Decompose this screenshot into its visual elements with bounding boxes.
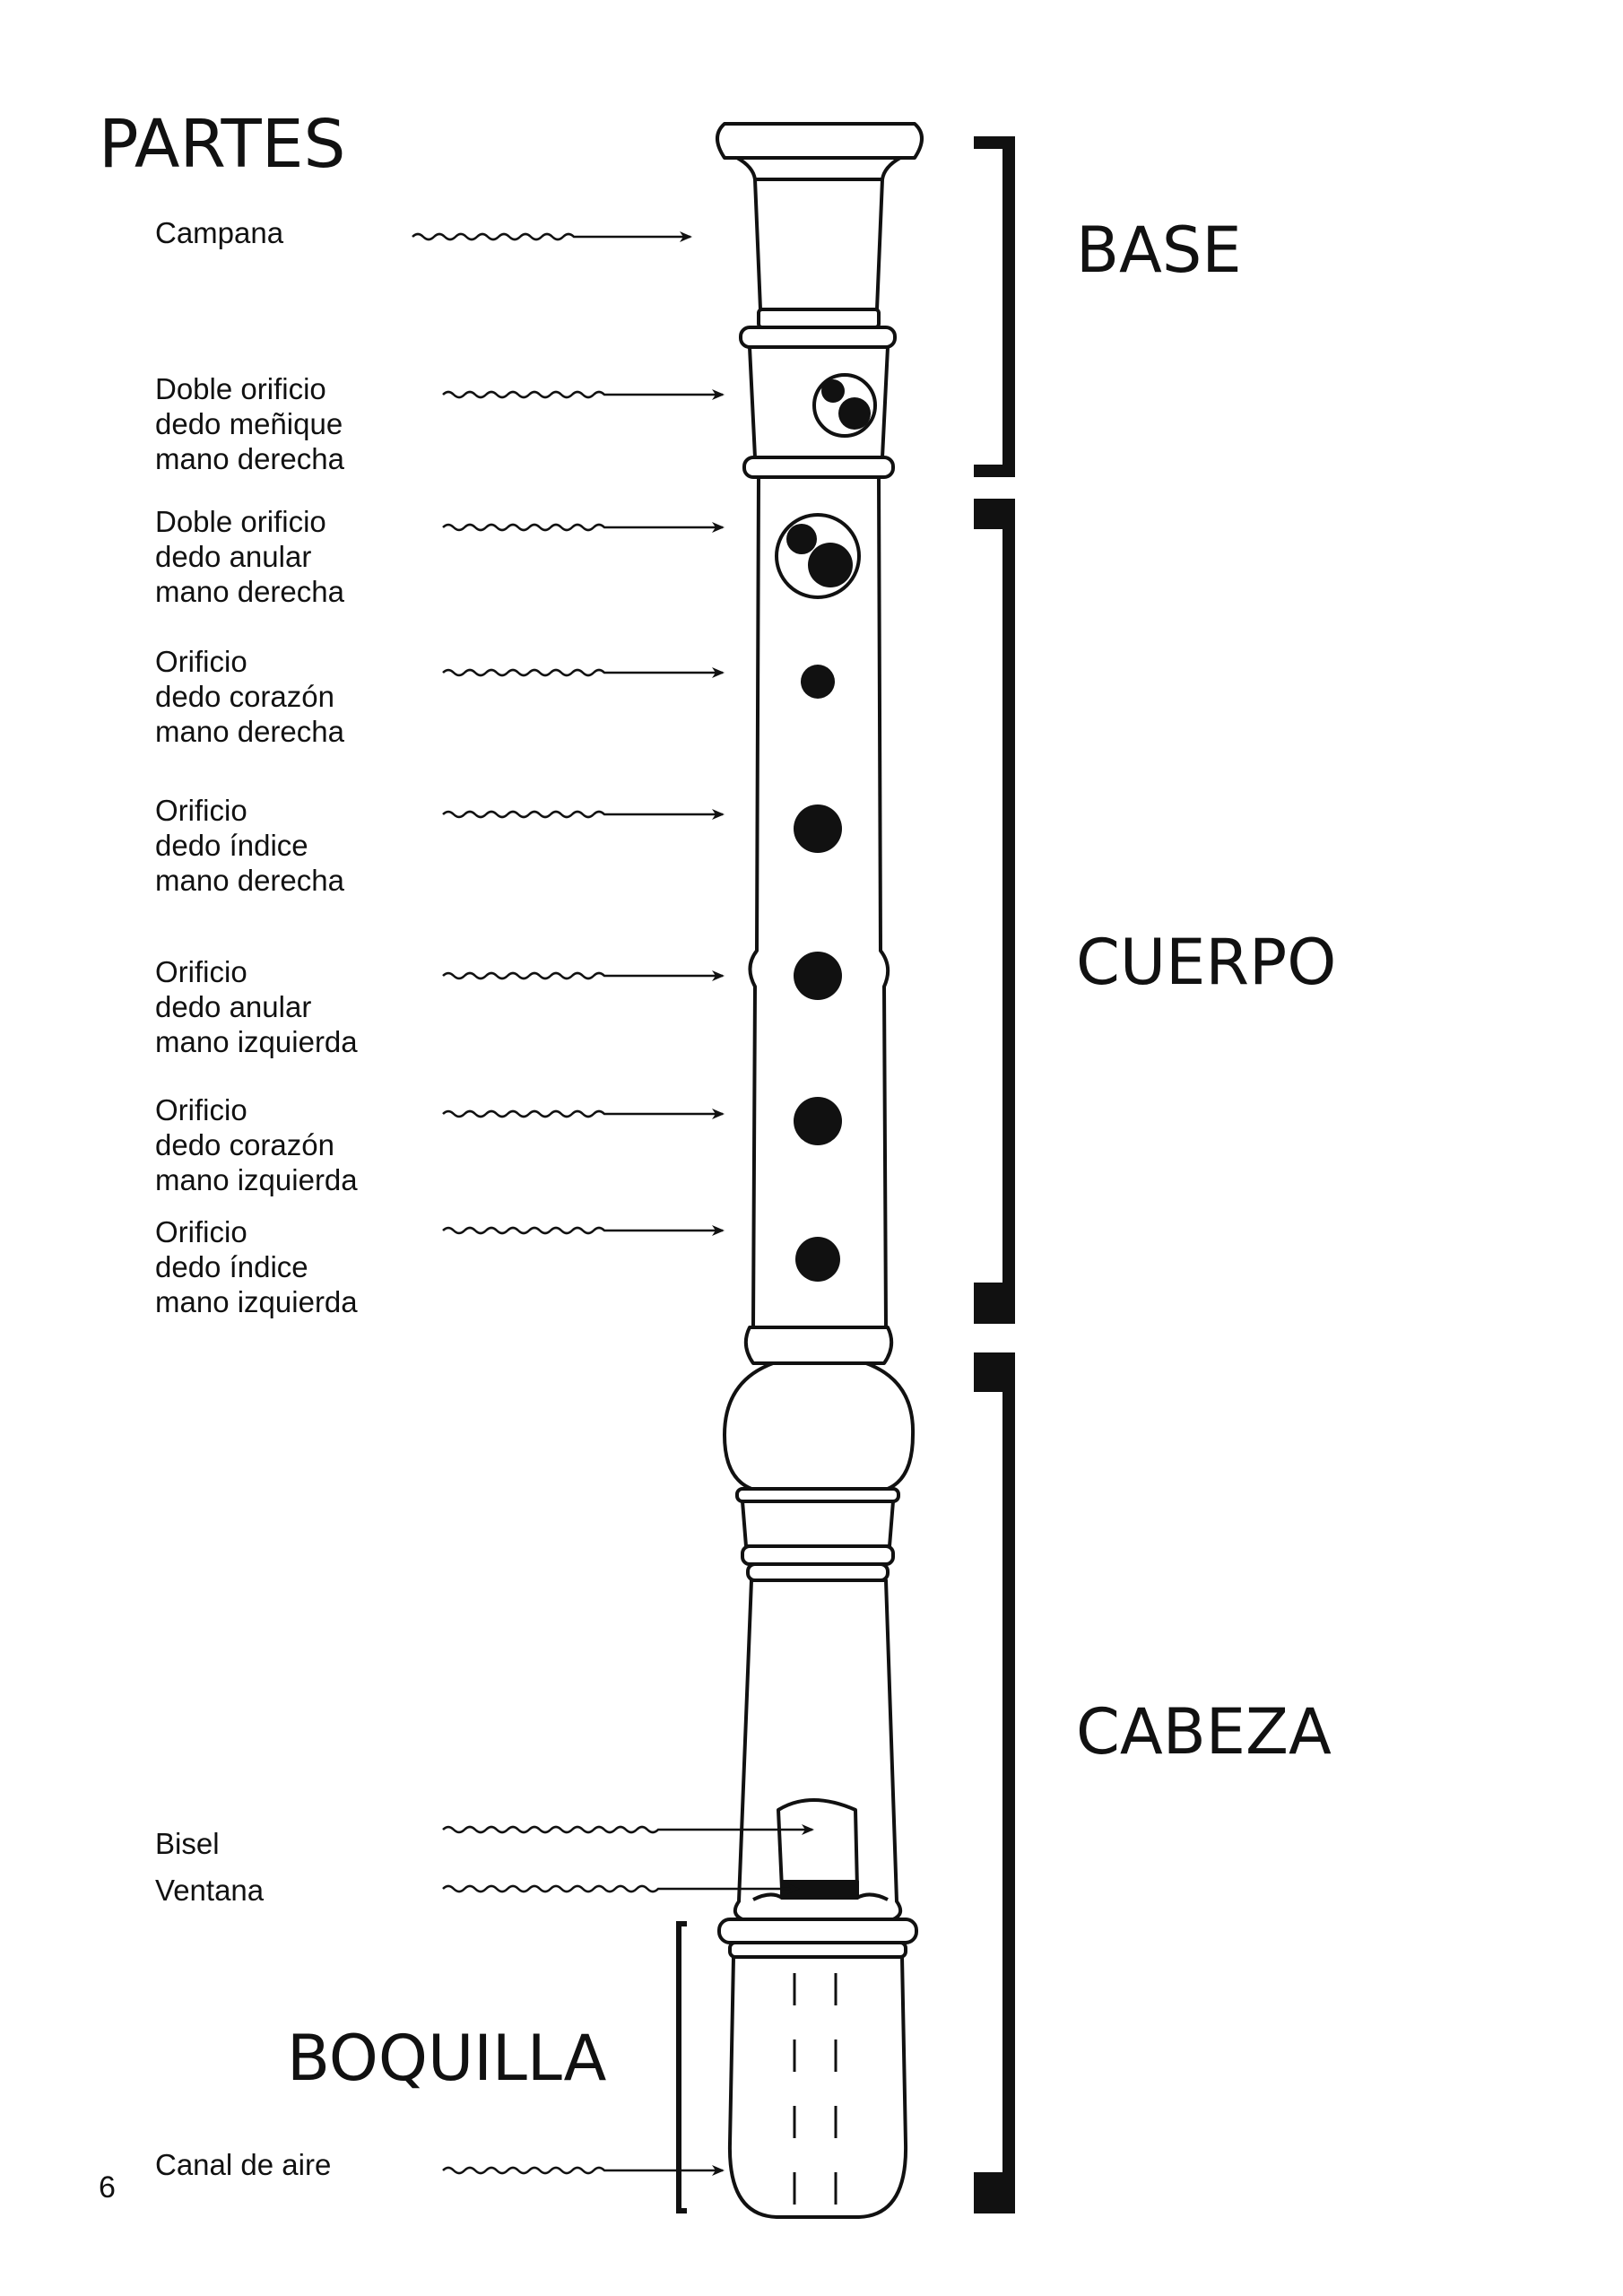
label-corazon-izquierda: Orificio dedo corazón mano izquierda [155, 1092, 358, 1197]
page-title: PARTES [99, 106, 346, 183]
mouthpiece-ring [717, 1918, 918, 1944]
label-line: Orificio [155, 955, 247, 988]
double-hole-pinky [812, 373, 877, 438]
head-bulb [723, 1361, 916, 1491]
label-line: mano derecha [155, 715, 344, 748]
section-base: BASE [1076, 213, 1242, 287]
hole-middle-left [794, 1097, 842, 1145]
hole-index-right [794, 804, 842, 853]
label-line: dedo corazón [155, 1128, 334, 1161]
label-indice-derecha: Orificio dedo índice mano derecha [155, 793, 344, 898]
label-bisel: Bisel [155, 1826, 220, 1861]
label-anular-izquierda: Orificio dedo anular mano izquierda [155, 954, 358, 1059]
label-line: dedo índice [155, 829, 308, 862]
label-line: dedo anular [155, 540, 312, 573]
label-line: Orificio [155, 1215, 247, 1248]
mouthpiece [727, 1955, 908, 2219]
bell-cap [716, 122, 924, 160]
hole-index-left [795, 1237, 840, 1282]
label-line: Orificio [155, 794, 247, 827]
bracket-cuerpo [974, 499, 1015, 1324]
label-indice-izquierda: Orificio dedo índice mano izquierda [155, 1214, 358, 1319]
label-line: Ventana [155, 1874, 265, 1907]
hole-middle-right [801, 665, 835, 699]
arrow-doble-menique [442, 389, 725, 400]
double-hole-ring [775, 513, 861, 599]
bracket-cabeza [974, 1352, 1015, 2213]
label-line: dedo anular [155, 990, 312, 1023]
label-line: mano derecha [155, 442, 344, 475]
arrow-campana [412, 231, 692, 242]
label-line: Bisel [155, 1827, 220, 1860]
arrow-canal [442, 2165, 725, 2176]
label-campana: Campana [155, 215, 283, 250]
hole-ring-left [794, 952, 842, 1000]
section-cuerpo: CUERPO [1076, 926, 1337, 999]
label-line: Campana [155, 216, 284, 249]
label-line: Orificio [155, 1093, 247, 1126]
label-canal: Canal de aire [155, 2147, 331, 2182]
arrow-corazon-izquierda [442, 1109, 725, 1119]
body-tube [748, 475, 890, 1329]
arrow-doble-anular [442, 522, 725, 533]
foot-ring-bottom [742, 456, 895, 479]
page-number: 6 [99, 2170, 116, 2205]
arrow-indice-izquierda [442, 1225, 725, 1236]
label-corazon-derecha: Orificio dedo corazón mano derecha [155, 644, 344, 749]
bracket-base [974, 136, 1015, 477]
arrow-anular-izquierda [442, 970, 725, 981]
label-line: mano derecha [155, 575, 344, 608]
label-ventana: Ventana [155, 1873, 264, 1908]
label-line: dedo corazón [155, 680, 334, 713]
recorder-illustration [716, 122, 924, 2219]
bisel-shape [777, 1798, 859, 1891]
label-line: dedo meñique [155, 407, 343, 440]
label-doble-anular: Doble orificio dedo anular mano derecha [155, 504, 344, 609]
label-line: Canal de aire [155, 2148, 332, 2181]
label-doble-menique: Doble orificio dedo meñique mano derecha [155, 371, 344, 476]
foot-ring-top [739, 326, 897, 349]
arrow-ventana [442, 1883, 800, 1894]
arrow-corazon-derecha [442, 667, 725, 678]
arrow-bisel [442, 1824, 814, 1835]
label-line: Doble orificio [155, 372, 326, 405]
arrow-indice-derecha [442, 809, 725, 820]
label-line: mano izquierda [155, 1025, 358, 1058]
bracket-boquilla [676, 1921, 687, 2213]
section-boquilla: BOQUILLA [287, 2022, 607, 2095]
label-line: Orificio [155, 645, 247, 678]
label-line: mano izquierda [155, 1163, 358, 1196]
label-line: dedo índice [155, 1250, 308, 1283]
label-line: mano derecha [155, 864, 344, 897]
section-cabeza: CABEZA [1076, 1695, 1332, 1769]
label-line: mano izquierda [155, 1285, 358, 1318]
label-line: Doble orificio [155, 505, 326, 538]
